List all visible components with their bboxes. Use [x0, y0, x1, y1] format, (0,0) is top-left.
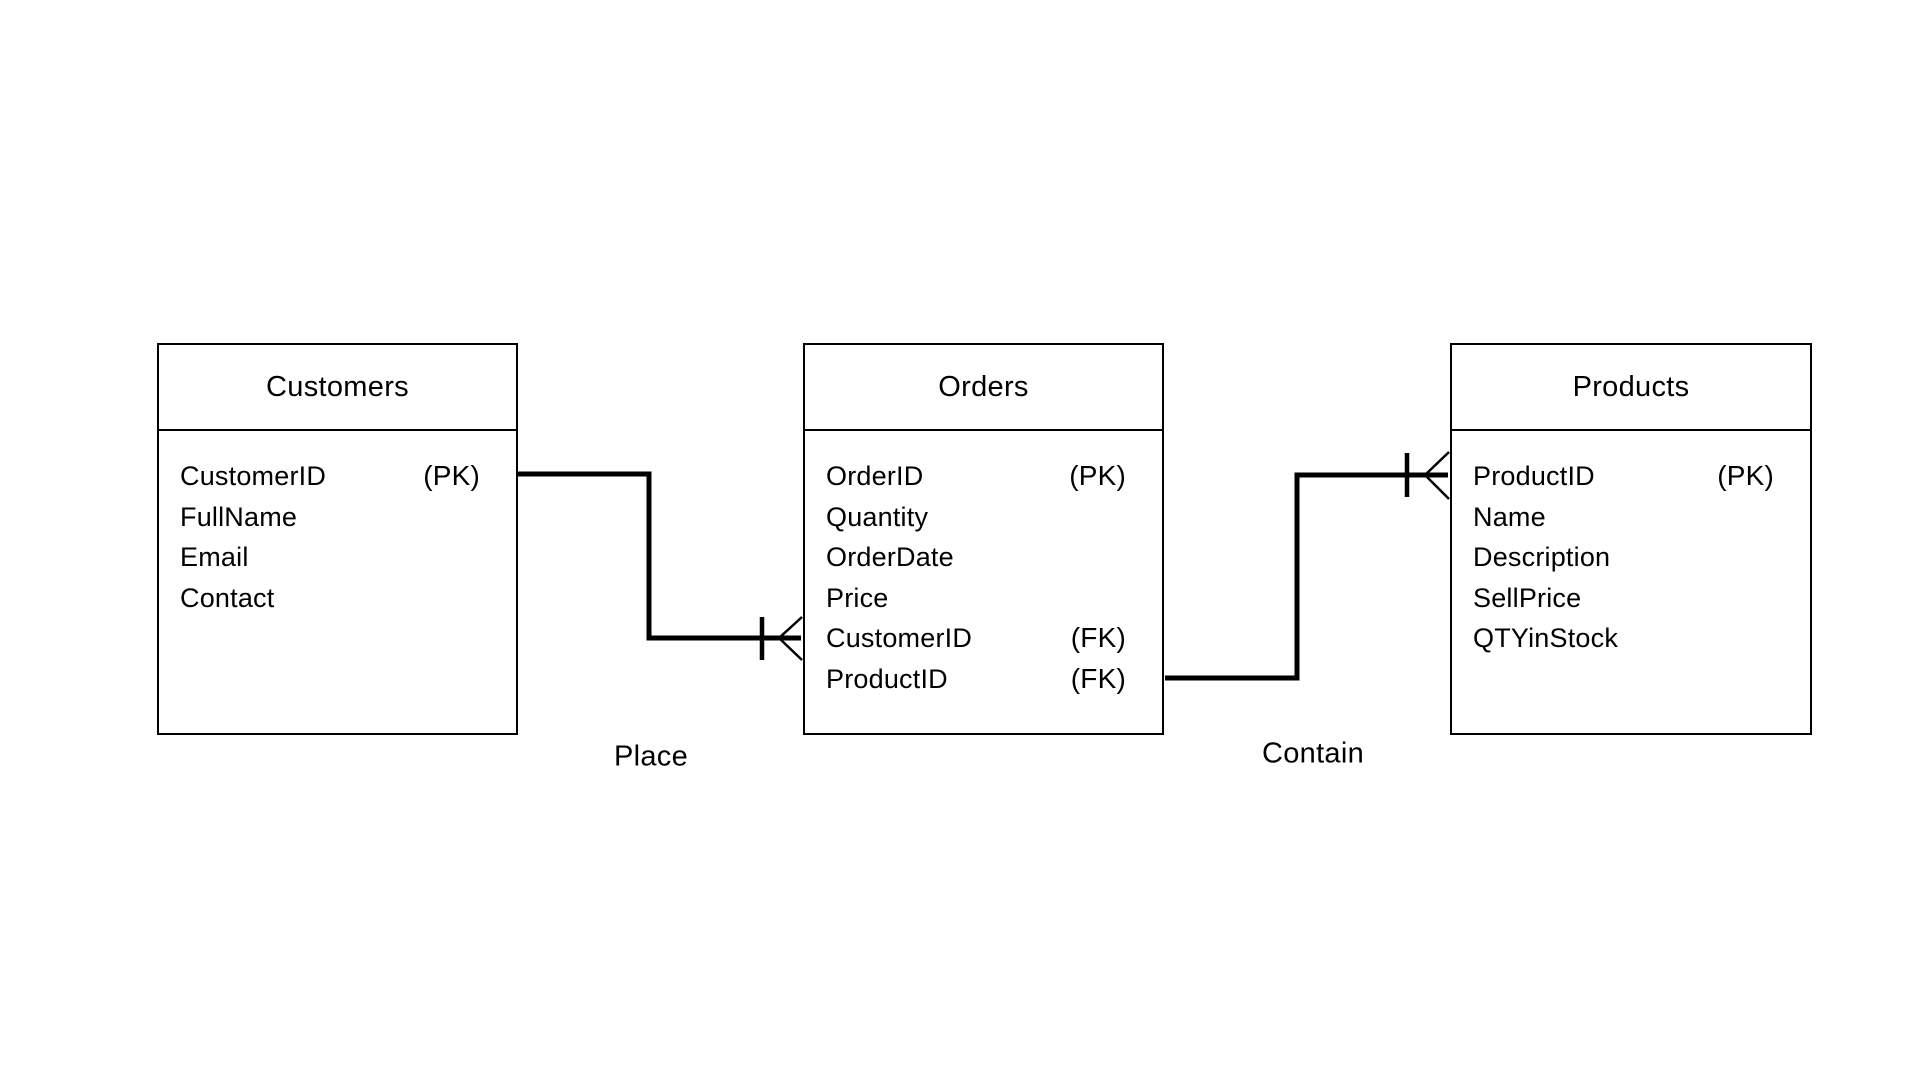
field-row: Description [1473, 537, 1774, 578]
field-name: ProductID [1473, 461, 1595, 491]
relationship-contain-crows-foot-icon [1424, 451, 1450, 500]
field-row: Quantity [826, 497, 1126, 538]
entity-products-title: Products [1452, 345, 1810, 431]
field-name: ProductID [826, 663, 948, 694]
field-key-badge: (PK) [423, 460, 480, 491]
field-row: Email [180, 537, 480, 578]
field-row: CustomerID (PK) [180, 456, 480, 497]
field-key-badge: (FK) [1070, 622, 1126, 653]
relationship-place-line [518, 471, 801, 641]
relationship-place-crows-foot-icon [778, 616, 803, 661]
field-row: QTYinStock [1473, 618, 1774, 659]
entity-orders-title: Orders [805, 345, 1162, 431]
field-row: Price [826, 578, 1126, 619]
entity-products: Products ProductID (PK) Name Description… [1450, 343, 1812, 735]
field-name: Price [826, 582, 889, 613]
relationship-contain [1165, 451, 1450, 681]
field-row: OrderID (PK) [826, 456, 1126, 497]
field-name: Description [1473, 542, 1611, 572]
field-name: OrderDate [826, 542, 954, 572]
field-key-badge: (PK) [1717, 460, 1774, 491]
field-row: CustomerID (FK) [826, 618, 1126, 659]
field-row: ProductID (PK) [1473, 456, 1774, 497]
relationship-label-contain: Contain [1261, 737, 1365, 770]
entity-customers-fields: CustomerID (PK) FullName Email Contact [159, 431, 516, 618]
field-name: Name [1473, 501, 1546, 532]
field-name: SellPrice [1473, 582, 1582, 613]
relationship-contain-line [1165, 472, 1448, 681]
field-name: Quantity [826, 501, 929, 532]
relationship-label-place: Place [613, 740, 689, 773]
entity-orders-fields: OrderID (PK) Quantity OrderDate Price Cu… [805, 431, 1162, 699]
field-name: Email [180, 542, 249, 572]
field-row: OrderDate [826, 537, 1126, 578]
field-name: CustomerID [180, 461, 327, 491]
entity-orders: Orders OrderID (PK) Quantity OrderDate P… [803, 343, 1164, 735]
entity-customers-title: Customers [159, 345, 516, 431]
field-name: OrderID [826, 461, 924, 491]
entity-customers: Customers CustomerID (PK) FullName Email… [157, 343, 518, 735]
field-name: FullName [180, 501, 298, 532]
field-key-badge: (PK) [1069, 460, 1126, 491]
field-row: Contact [180, 578, 480, 619]
field-name: CustomerID [826, 623, 973, 653]
relationship-place [518, 471, 803, 661]
field-name: Contact [180, 582, 275, 613]
entity-products-fields: ProductID (PK) Name Description SellPric… [1452, 431, 1810, 659]
field-row: Name [1473, 497, 1774, 538]
field-name: QTYinStock [1473, 623, 1619, 653]
field-row: SellPrice [1473, 578, 1774, 619]
field-key-badge: (FK) [1070, 662, 1126, 694]
field-row: ProductID (FK) [826, 659, 1126, 700]
field-row: FullName [180, 497, 480, 538]
